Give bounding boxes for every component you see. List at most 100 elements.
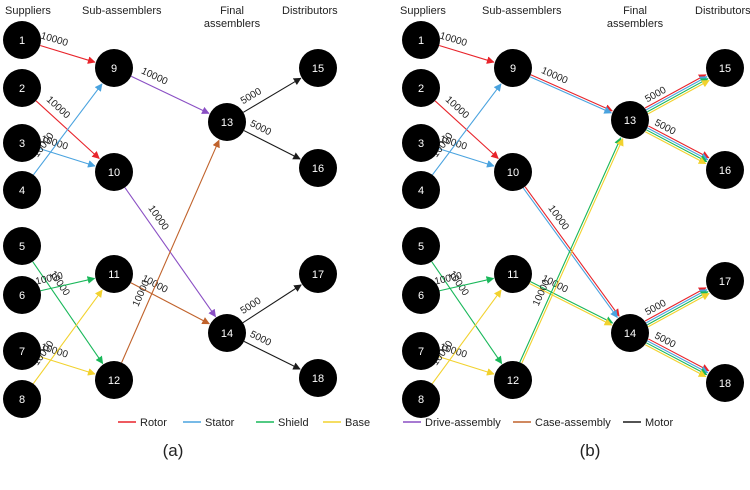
edge-13-16: 5000 <box>645 118 710 165</box>
node-circle <box>208 314 246 352</box>
node-6: 6 <box>402 276 440 314</box>
edge-line <box>646 129 708 163</box>
edge-line <box>121 139 220 363</box>
node-17: 17 <box>706 262 744 300</box>
header-final-line2: assemblers <box>204 18 261 30</box>
header-distributors-b: Distributors <box>695 5 750 17</box>
legend-item-stator: Stator <box>183 417 235 429</box>
node-circle <box>299 49 337 87</box>
node-18: 18 <box>706 364 744 402</box>
panel-a-headers: Suppliers Sub-assemblers Final assembler… <box>5 5 338 30</box>
node-8: 8 <box>402 380 440 418</box>
node-circle <box>494 153 532 191</box>
edge-line <box>242 284 302 324</box>
node-label: 5 <box>418 241 424 253</box>
edge-line <box>644 287 707 322</box>
edge-label: 10000 <box>443 94 471 121</box>
node-10: 10 <box>95 153 133 191</box>
edge-line <box>40 276 96 292</box>
node-circle <box>3 21 41 59</box>
node-17: 17 <box>299 255 337 293</box>
edge-line <box>439 45 495 64</box>
legend-item-rotor: Rotor <box>118 417 167 429</box>
edge-1-9: 10000 <box>39 31 96 64</box>
header-suppliers-b: Suppliers <box>400 5 446 17</box>
node-12: 12 <box>95 361 133 399</box>
edge-line <box>647 340 709 374</box>
edge-line <box>522 187 618 319</box>
node-label: 10 <box>108 167 120 179</box>
node-15: 15 <box>706 49 744 87</box>
node-circle <box>3 380 41 418</box>
legend-label: Stator <box>205 417 235 429</box>
node-label: 13 <box>624 115 636 127</box>
node-15: 15 <box>299 49 337 87</box>
node-11: 11 <box>494 255 532 293</box>
edge-line <box>32 261 104 365</box>
node-label: 3 <box>19 138 25 150</box>
node-label: 6 <box>418 290 424 302</box>
edge-label: 10000 <box>145 204 170 233</box>
node-label: 12 <box>507 375 519 387</box>
node-label: 9 <box>111 63 117 75</box>
edge-line <box>530 74 613 112</box>
node-circle <box>299 359 337 397</box>
edge-label: 5000 <box>239 86 264 107</box>
edge-line <box>647 127 709 161</box>
node-circle <box>3 69 41 107</box>
edge-label: 5000 <box>248 329 273 349</box>
node-label: 18 <box>312 373 324 385</box>
node-circle <box>95 255 133 293</box>
legend-label: Rotor <box>140 417 167 429</box>
node-circle <box>611 314 649 352</box>
node-label: 9 <box>510 63 516 75</box>
edge-9-13: 10000 <box>130 66 210 114</box>
edge-line <box>438 356 495 376</box>
node-circle <box>3 332 41 370</box>
edge-line <box>521 137 624 364</box>
legend-label: Shield <box>278 417 309 429</box>
header-final-line2-b: assemblers <box>607 18 664 30</box>
panel-label-a: (a) <box>163 441 184 460</box>
edge-13-15: 5000 <box>643 74 710 115</box>
header-final-line1: Final <box>220 5 244 17</box>
node-16: 16 <box>706 151 744 189</box>
node-9: 9 <box>494 49 532 87</box>
edge-label: 5000 <box>239 295 264 317</box>
edge-line <box>32 289 103 385</box>
edge-line <box>646 342 708 376</box>
node-18: 18 <box>299 359 337 397</box>
node-label: 2 <box>418 83 424 95</box>
node-label: 11 <box>108 269 119 281</box>
node-circle <box>494 255 532 293</box>
edge-label: 10000 <box>531 278 553 308</box>
node-10: 10 <box>494 153 532 191</box>
legend-label: Motor <box>645 417 673 429</box>
edge-line <box>530 281 614 324</box>
header-sub-assemblers: Sub-assemblers <box>82 5 162 17</box>
edge-line <box>646 291 709 326</box>
node-label: 14 <box>221 328 233 340</box>
node-11: 11 <box>95 255 133 293</box>
node-label: 15 <box>312 63 324 75</box>
edge-line <box>33 83 103 176</box>
node-14: 14 <box>611 314 649 352</box>
edge-line <box>432 83 502 176</box>
node-8: 8 <box>3 380 41 418</box>
panel-label-b: (b) <box>580 441 601 460</box>
edge-line <box>645 289 708 324</box>
edge-14-18: 5000 <box>243 329 301 370</box>
legend-label: Drive-assembly <box>425 417 501 429</box>
edge-8-11: 10000 <box>31 289 103 385</box>
edge-12-13: 10000 <box>121 139 220 363</box>
node-label: 6 <box>19 290 25 302</box>
edge-label: 10000 <box>44 94 72 121</box>
node-2: 2 <box>402 69 440 107</box>
panel-a: 1000010000100001000010000100001000010000… <box>3 21 337 418</box>
edge-line <box>645 76 708 111</box>
edge-line <box>431 261 503 365</box>
edge-line <box>243 130 301 160</box>
node-label: 12 <box>108 375 120 387</box>
node-circle <box>402 21 440 59</box>
